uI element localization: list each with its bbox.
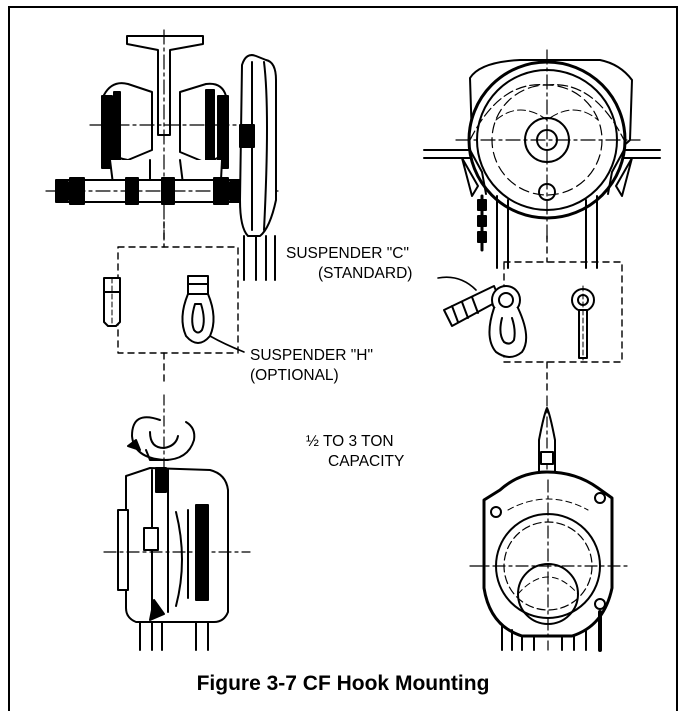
capacity-label-line1: ½ TO 3 TON xyxy=(306,433,394,450)
suspender-h-parts xyxy=(103,275,245,353)
capacity-label-line2: CAPACITY xyxy=(328,453,405,470)
suspender-c-label-line2: (STANDARD) xyxy=(318,265,413,282)
left-hoist-side-view xyxy=(103,394,251,651)
figure-frame xyxy=(8,6,678,711)
suspender-h-label-line2: (OPTIONAL) xyxy=(250,367,339,384)
suspender-c-parts xyxy=(437,276,595,361)
left-dashed-connector xyxy=(117,221,239,383)
right-trolley-front-view xyxy=(423,49,661,269)
figure-caption: Figure 3-7 CF Hook Mounting xyxy=(196,672,490,695)
suspender-h-label-line1: SUSPENDER "H" xyxy=(250,347,373,364)
suspender-c-label-line1: SUSPENDER "C" xyxy=(286,245,409,262)
right-hoist-front-view xyxy=(469,395,629,652)
left-trolley-side-view xyxy=(45,29,279,281)
